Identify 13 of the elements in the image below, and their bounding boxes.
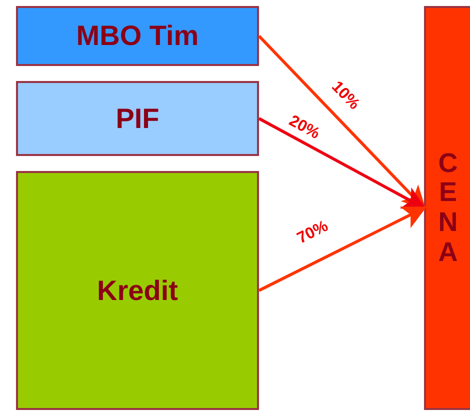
arrow <box>258 117 427 210</box>
arrow <box>258 206 427 292</box>
source-box <box>16 6 259 66</box>
node-label: MBO Tim <box>76 20 199 52</box>
arrow <box>258 34 426 210</box>
node-label: CENA <box>437 148 459 268</box>
result-bar <box>424 6 470 410</box>
node-label: PIF <box>116 102 160 134</box>
edge-label: 20% <box>286 112 322 144</box>
source-box <box>16 171 259 410</box>
source-box <box>16 81 259 156</box>
edge-label: 70% <box>294 218 332 248</box>
node-label: Kredit <box>97 274 178 306</box>
